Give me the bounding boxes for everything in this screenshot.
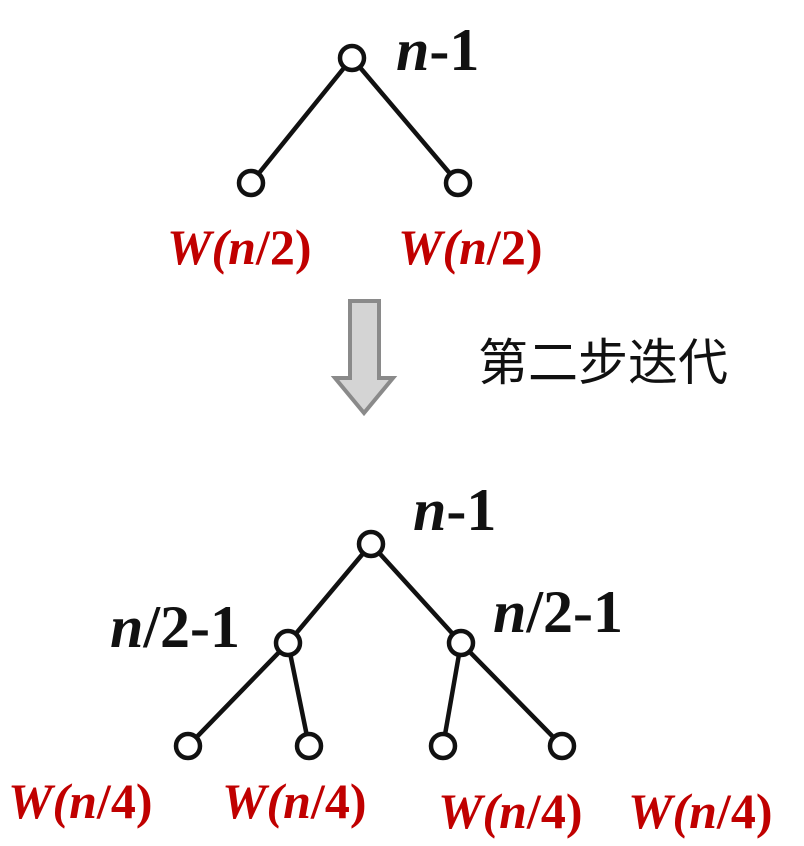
bottom-leaf-label-4: W(n/4) — [628, 786, 772, 836]
top-leaf-label-right-var: n — [459, 219, 487, 275]
bottom-root-label-rest: -1 — [446, 477, 497, 543]
bottom-leaf-node-4 — [547, 731, 577, 761]
bottom-root-node — [356, 529, 386, 559]
bottom-leaf-label-4-pre: W( — [628, 783, 690, 839]
top-leaf-label-left-post: /2) — [255, 219, 312, 275]
step-caption: 第二步迭代 — [478, 334, 728, 392]
bottom-leaf-label-4-var: n — [689, 783, 717, 839]
top-leaf-label-left-pre: W( — [167, 219, 229, 275]
bottom-leaf-label-3-post: /4) — [526, 783, 583, 839]
bottom-child-label-left-rest: /2-1 — [143, 594, 241, 660]
bottom-leaf-label-1-pre: W( — [8, 773, 70, 829]
bottom-root-label-var: n — [413, 477, 447, 543]
top-leaf-label-right: W(n/2) — [398, 222, 542, 272]
bottom-child-node-left — [273, 628, 303, 658]
top-leaf-label-left-var: n — [228, 219, 256, 275]
bottom-leaf-label-2-pre: W( — [222, 773, 284, 829]
bottom-child-label-left: n/2-1 — [110, 597, 240, 657]
bottom-leaf-node-1 — [173, 731, 203, 761]
top-root-label-rest: -1 — [429, 17, 480, 83]
bottom-leaf-label-4-post: /4) — [716, 783, 773, 839]
bottom-leaf-node-3 — [428, 731, 458, 761]
bottom-child-label-right-rest: /2-1 — [526, 579, 624, 645]
bottom-edge-root-left — [285, 541, 374, 646]
bottom-edge-left-ll — [185, 640, 291, 749]
top-edge-right — [349, 55, 461, 186]
bottom-leaf-label-1: W(n/4) — [8, 776, 152, 826]
bottom-leaf-label-3-var: n — [499, 783, 527, 839]
bottom-root-label: n-1 — [413, 480, 496, 540]
top-leaf-label-right-post: /2) — [486, 219, 543, 275]
bottom-child-label-left-var: n — [110, 594, 144, 660]
bottom-edge-right-rr — [458, 640, 565, 749]
bottom-leaf-label-3: W(n/4) — [438, 786, 582, 836]
bottom-leaf-label-2-var: n — [283, 773, 311, 829]
bottom-leaf-label-2-post: /4) — [310, 773, 367, 829]
top-leaf-label-right-pre: W( — [398, 219, 460, 275]
bottom-edge-left-lr — [285, 640, 312, 749]
bottom-child-node-right — [446, 628, 476, 658]
top-leaf-node-right — [443, 168, 473, 198]
bottom-leaf-label-1-var: n — [69, 773, 97, 829]
bottom-leaf-label-2: W(n/4) — [222, 776, 366, 826]
bottom-child-label-right: n/2-1 — [493, 582, 623, 642]
bottom-leaf-node-2 — [294, 731, 324, 761]
top-root-label: n-1 — [396, 20, 479, 80]
top-root-label-var: n — [396, 17, 430, 83]
down-arrow-icon — [330, 299, 398, 417]
bottom-edge-right-rl — [440, 640, 464, 749]
bottom-child-label-right-var: n — [493, 579, 527, 645]
top-leaf-node-left — [236, 168, 266, 198]
bottom-leaf-label-3-pre: W( — [438, 783, 500, 839]
bottom-leaf-label-1-post: /4) — [96, 773, 153, 829]
top-root-node — [337, 43, 367, 73]
top-leaf-label-left: W(n/2) — [167, 222, 311, 272]
top-edge-left — [248, 55, 355, 186]
bottom-edge-root-right — [368, 541, 464, 646]
